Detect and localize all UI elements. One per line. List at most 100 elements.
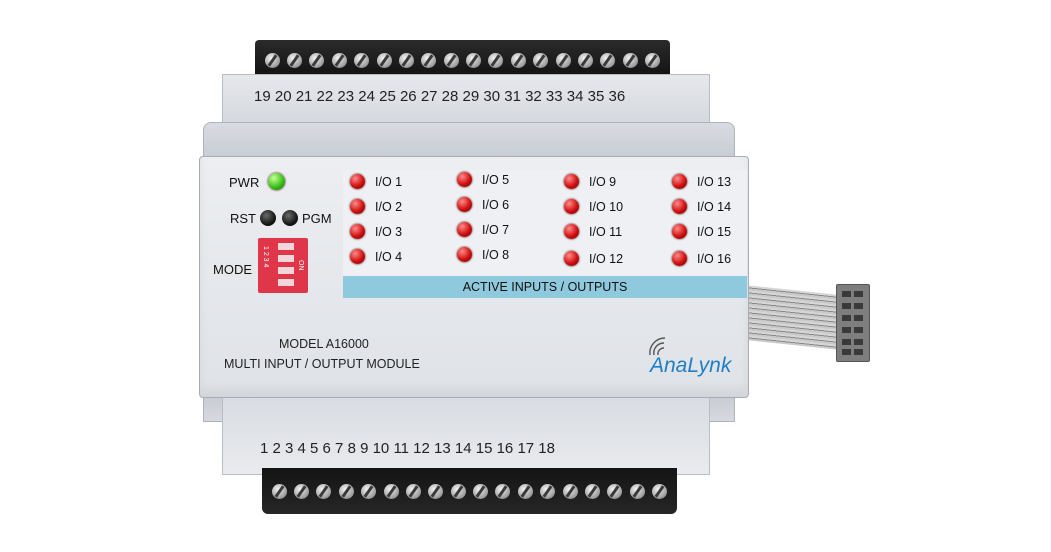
terminal-screw	[562, 483, 578, 499]
terminal-screw	[645, 52, 661, 68]
io-led-item: I/O 7	[457, 222, 509, 237]
bottom-terminal-strip	[262, 468, 677, 514]
terminal-screw	[421, 52, 437, 68]
led-indicator	[672, 251, 687, 266]
io-label: I/O 15	[697, 224, 732, 239]
top-terminal-strip	[255, 40, 670, 80]
led-indicator	[564, 199, 579, 214]
io-label: I/O 7	[482, 222, 510, 237]
led-indicator	[672, 199, 687, 214]
dip-switch-2[interactable]	[278, 255, 294, 262]
dip-switch-1[interactable]	[278, 243, 294, 250]
dip-switch-4[interactable]	[278, 279, 294, 286]
terminal-screw	[495, 483, 511, 499]
signal-waves-icon	[649, 337, 666, 356]
io-led-item: I/O 4	[350, 249, 402, 264]
led-indicator	[457, 247, 472, 262]
io-label: I/O 9	[589, 174, 617, 189]
io-led-item: I/O 5	[457, 172, 509, 187]
io-label: I/O 16	[697, 251, 732, 266]
model-number: MODEL A16000	[279, 337, 369, 351]
dip-switch-3[interactable]	[278, 267, 294, 274]
led-indicator	[457, 172, 472, 187]
terminal-screw	[473, 483, 489, 499]
terminal-screw	[629, 483, 645, 499]
active-io-caption: ACTIVE INPUTS / OUTPUTS	[462, 280, 628, 294]
io-led-item: I/O 16	[672, 251, 731, 266]
terminal-screw	[354, 52, 370, 68]
terminal-screw	[622, 52, 638, 68]
mode-dip-switch[interactable]: ON 1 2 3 4	[258, 238, 308, 293]
terminal-screw	[607, 483, 623, 499]
terminal-screw	[383, 483, 399, 499]
terminal-screw	[428, 483, 444, 499]
io-label: I/O 12	[589, 251, 624, 266]
led-indicator	[350, 199, 365, 214]
terminal-screw	[540, 483, 556, 499]
terminal-screw	[294, 483, 310, 499]
io-led-item: I/O 3	[350, 224, 402, 239]
active-io-caption-bar: ACTIVE INPUTS / OUTPUTS	[343, 276, 747, 298]
terminal-screw	[338, 483, 354, 499]
program-button[interactable]	[282, 210, 298, 226]
power-led	[268, 173, 285, 190]
bottom-terminal-numbers: 1 2 3 4 5 6 7 8 9 10 11 12 13 14 15 16 1…	[260, 440, 555, 457]
terminal-screw	[652, 483, 668, 499]
io-label: I/O 13	[697, 174, 732, 189]
led-indicator	[350, 174, 365, 189]
led-indicator	[457, 197, 472, 212]
led-indicator	[672, 224, 687, 239]
io-led-item: I/O 2	[350, 199, 402, 214]
led-indicator	[350, 224, 365, 239]
io-led-item: I/O 12	[564, 251, 623, 266]
io-led-item: I/O 1	[350, 174, 402, 189]
io-label: I/O 5	[482, 172, 510, 187]
io-led-item: I/O 14	[672, 199, 731, 214]
housing-bottom-cap	[222, 398, 710, 475]
terminal-screw	[309, 52, 325, 68]
analynk-logo	[648, 335, 688, 364]
terminal-screw	[398, 52, 414, 68]
led-indicator	[672, 174, 687, 189]
ribbon-cable	[745, 285, 840, 350]
terminal-screw	[517, 483, 533, 499]
io-led-item: I/O 6	[457, 197, 509, 212]
io-label: I/O 2	[375, 199, 403, 214]
reset-button[interactable]	[260, 210, 276, 226]
io-label: I/O 4	[375, 249, 403, 264]
io-led-item: I/O 8	[457, 247, 509, 262]
terminal-screw	[316, 483, 332, 499]
terminal-screw	[555, 52, 571, 68]
brand-name-part2: Lynk	[687, 354, 732, 377]
model-description: MULTI INPUT / OUTPUT MODULE	[224, 357, 420, 371]
terminal-screw	[466, 52, 482, 68]
dip-numbers: 1 2 3 4	[262, 246, 269, 268]
brand-name-part1: Ana	[650, 354, 688, 377]
terminal-screw	[331, 52, 347, 68]
terminal-screw	[361, 483, 377, 499]
io-label: I/O 14	[697, 199, 732, 214]
terminal-screw	[584, 483, 600, 499]
io-led-item: I/O 9	[564, 174, 616, 189]
top-terminal-numbers: 19 20 21 22 23 24 25 26 27 28 29 30 31 3…	[254, 88, 626, 105]
pgm-label: PGM	[302, 211, 332, 226]
terminal-screw	[271, 483, 287, 499]
led-indicator	[564, 174, 579, 189]
brand-name: AnaLynk	[650, 354, 731, 378]
led-indicator	[350, 249, 365, 264]
dip-on-label: ON	[297, 260, 304, 271]
terminal-screw	[533, 52, 549, 68]
terminal-screw	[264, 52, 280, 68]
io-label: I/O 8	[482, 247, 510, 262]
mode-label: MODE	[213, 262, 252, 277]
io-led-item: I/O 13	[672, 174, 731, 189]
terminal-screw	[510, 52, 526, 68]
led-indicator	[457, 222, 472, 237]
io-led-item: I/O 10	[564, 199, 623, 214]
rst-label: RST	[230, 211, 256, 226]
terminal-screw	[287, 52, 303, 68]
terminal-screw	[488, 52, 504, 68]
pwr-label: PWR	[229, 175, 260, 190]
io-label: I/O 11	[589, 224, 623, 239]
io-label: I/O 10	[589, 199, 624, 214]
